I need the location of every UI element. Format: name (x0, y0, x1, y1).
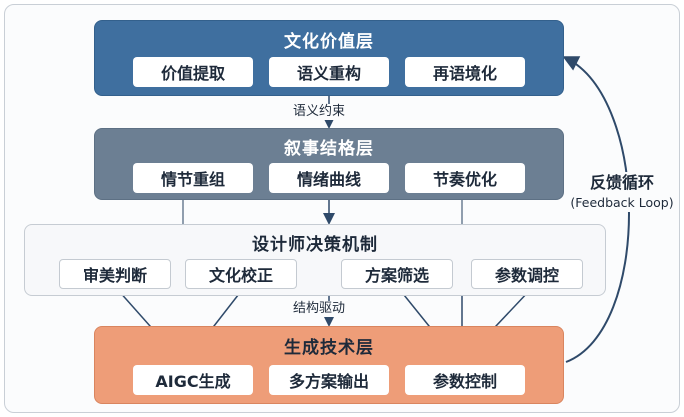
layer-narrative: 叙事结格层 情节重组 情绪曲线 节奏优化 (94, 128, 564, 200)
layer-designer-title: 设计师决策机制 (252, 235, 378, 255)
layer-culture: 文化价值层 价值提取 语义重构 再语境化 (94, 20, 564, 96)
chip-semantic-reconstruct: 语义重构 (269, 57, 389, 87)
feedback-loop-curve (562, 56, 630, 363)
feedback-subtitle: (Feedback Loop) (570, 195, 674, 210)
chip-plot-reorg: 情节重组 (133, 163, 253, 193)
chip-value-extract: 价值提取 (133, 57, 253, 87)
layer-tech-title: 生成技术层 (284, 338, 374, 358)
chip-param-tuning: 参数调控 (471, 259, 583, 289)
chip-rhythm-optimize: 节奏优化 (405, 163, 525, 193)
feedback-label: 反馈循环 (Feedback Loop) (566, 172, 678, 212)
layer-culture-title: 文化价值层 (284, 32, 374, 52)
chip-aigc-generate: AIGC生成 (133, 365, 253, 395)
connector-label-structure: 结构驱动 (291, 301, 348, 317)
chip-aesthetic-judgement: 审美判断 (59, 259, 171, 289)
layer-designer: 设计师决策机制 审美判断 文化校正 方案筛选 参数调控 (24, 224, 606, 296)
chip-emotion-curve: 情绪曲线 (269, 163, 389, 193)
feedback-title: 反馈循环 (589, 173, 654, 192)
connector-label-semantic: 语义约束 (291, 104, 348, 120)
chip-cultural-correction: 文化校正 (185, 259, 297, 289)
chip-param-control: 参数控制 (405, 365, 525, 395)
chip-multi-output: 多方案输出 (269, 365, 389, 395)
chip-recontextualize: 再语境化 (405, 57, 525, 87)
layer-narrative-title: 叙事结格层 (284, 139, 374, 159)
layer-tech: 生成技术层 AIGC生成 多方案输出 参数控制 (94, 326, 564, 404)
chip-plan-screening: 方案筛选 (341, 259, 453, 289)
